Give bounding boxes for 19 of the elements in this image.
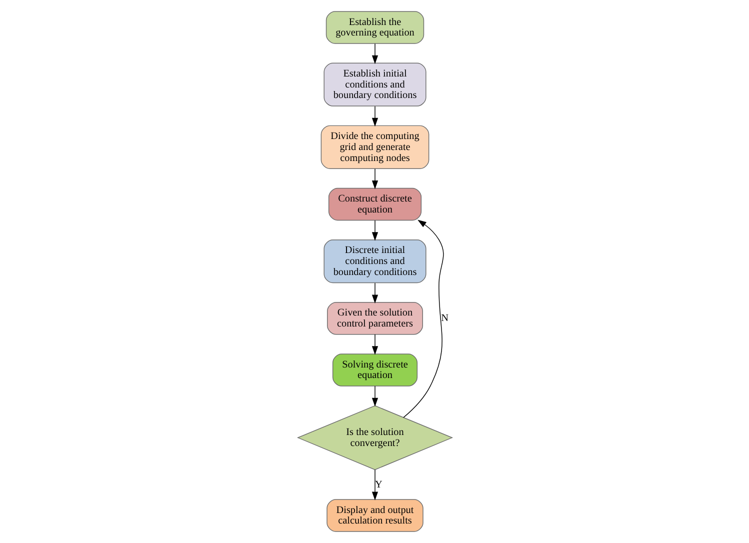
node-diamond: Is the solution convergent? xyxy=(296,405,453,470)
node-box: Given the solution control parameters xyxy=(326,302,422,335)
node-box: Construct discrete equation xyxy=(328,188,422,221)
arrow xyxy=(371,168,378,190)
node-box: Establish initial conditions and boundary conditions xyxy=(323,62,426,106)
node-box: Establish the governing equation xyxy=(325,11,424,44)
arrow xyxy=(371,386,378,407)
arrow xyxy=(371,469,378,500)
arrow xyxy=(371,106,378,127)
node-box: Solving discrete equation xyxy=(332,354,418,386)
arrow xyxy=(371,282,378,304)
node-box: Display and output calculation results xyxy=(326,499,423,532)
arrow xyxy=(371,43,378,64)
arrow xyxy=(371,220,378,241)
edge-label: N xyxy=(440,313,448,324)
arrow xyxy=(371,334,378,355)
node-box: Discrete initial conditions and boundary conditions xyxy=(323,240,426,284)
node-box: Divide the computing grid and generate computing nodes xyxy=(320,125,429,169)
arrow xyxy=(402,220,444,418)
